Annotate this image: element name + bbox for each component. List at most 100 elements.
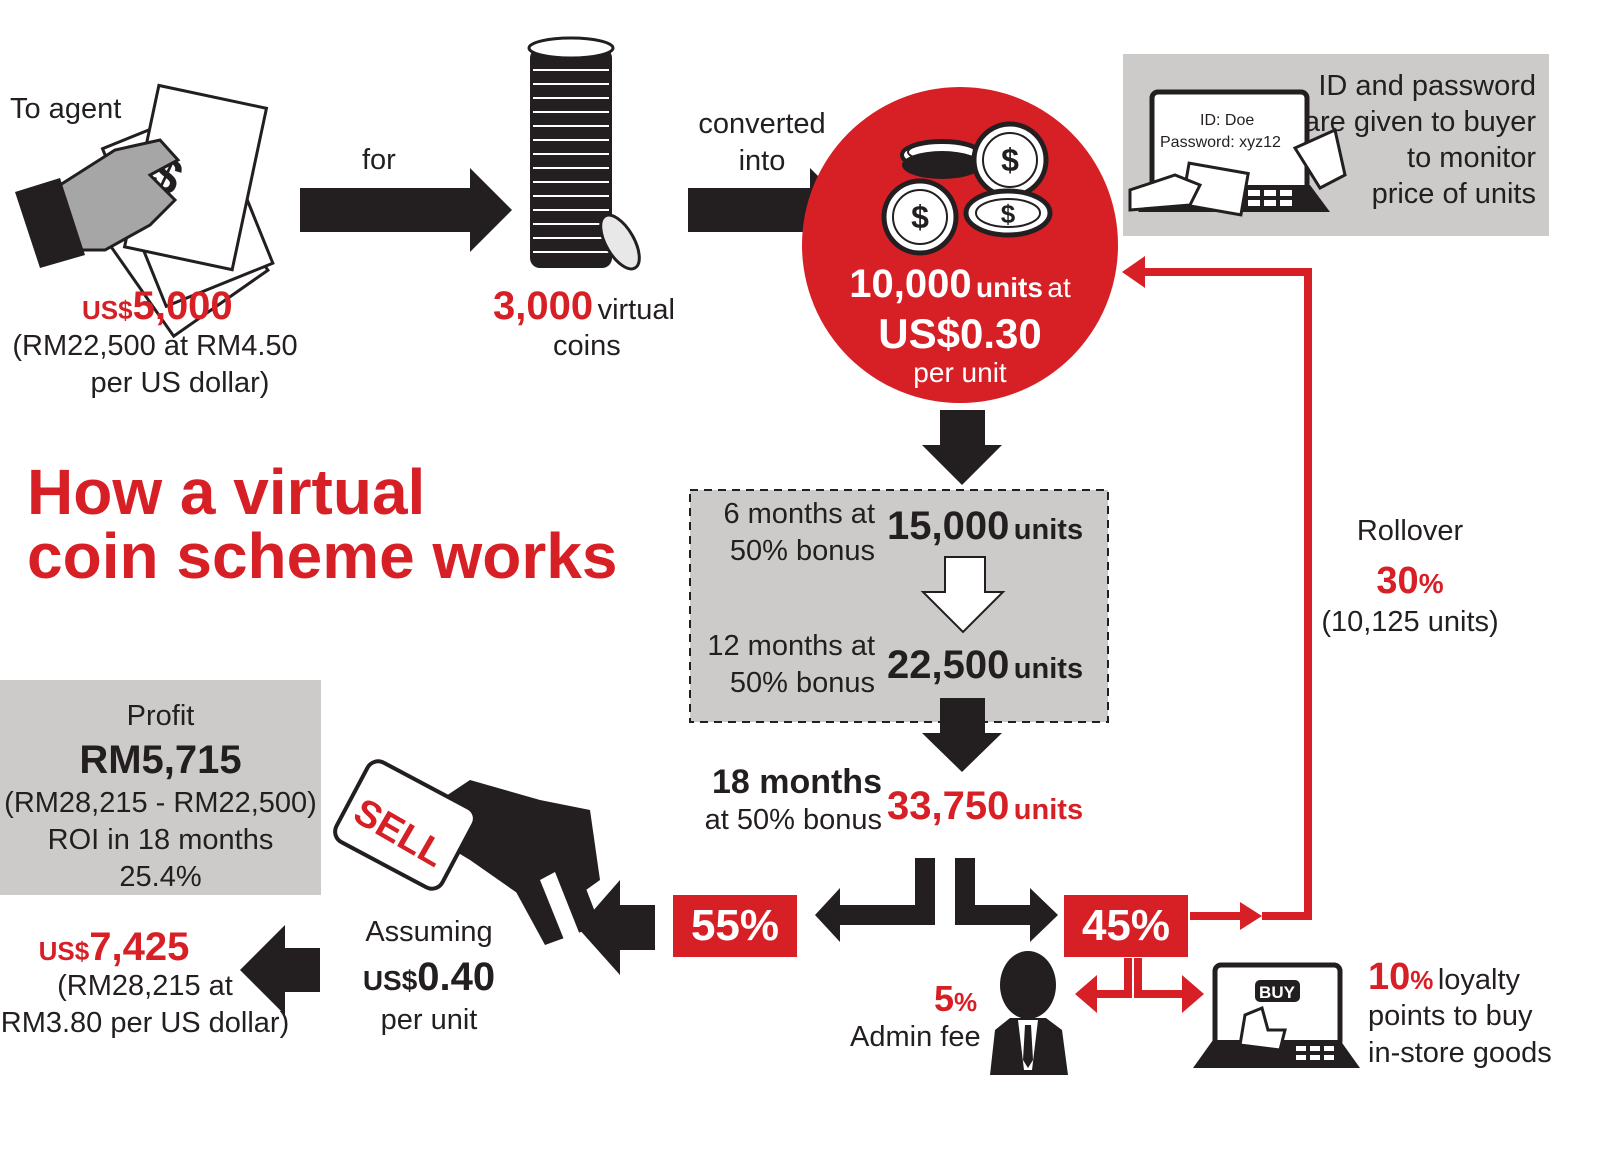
login-line-1: ID and password [1318,70,1536,102]
final-value: 33,750 units [887,784,1083,829]
agent-note-line-2: per US dollar) [90,367,270,399]
admin-person-icon [990,951,1068,1075]
bonus-row-2-line-2: 50% bonus [729,667,875,699]
split-55-badge: 55% [673,895,797,957]
loyalty-pct-value: 10 [1368,956,1411,998]
coins-word: virtual [597,294,675,326]
loyalty-pct: 10% loyalty [1368,956,1520,999]
title-line-2: coin scheme works [27,520,618,592]
bonus-row-2-line-1: 12 months at [707,630,875,662]
login-screen-id: ID: Doe [1200,112,1255,129]
arrow-left-1 [578,880,655,975]
circle-units: 10,000 units at [820,262,1100,307]
converted-label: converted into [693,106,831,180]
arrow-down-1 [922,410,1002,485]
rollover-pct: 30% [1320,560,1500,603]
loyalty-pct-sign: % [1410,965,1434,995]
login-line-2: are given to buyer [1303,106,1536,138]
agent-note-line-1: (RM22,500 at RM4.50 [12,330,298,362]
coin-dollar-sign-1: $ [1001,142,1019,178]
bonus-row-1-value: 15,000 units [887,504,1083,549]
circle-units-num: 10,000 [849,262,972,306]
assuming-label: Assuming [365,916,493,948]
arrow-down-2 [922,698,1002,772]
rollover-label: Rollover [1356,515,1464,547]
loyalty-line-2: points to buy [1368,1000,1533,1032]
bonus-row-1-line-1: 6 months at [723,498,875,530]
login-screen-password: Password: xyz12 [1160,134,1281,151]
coin-stack-icon [527,36,641,271]
circle-at: at [1047,272,1071,303]
profit-panel: Profit RM5,715 (RM28,215 - RM22,500) ROI… [0,680,321,895]
agent-amount: US$5,000 [82,284,233,329]
admin-pct: 5% [934,978,977,1020]
payout-note: (RM28,215 at RM3.80 per US dollar) [0,968,290,1042]
bonus-row-2-num: 22,500 [887,643,1010,687]
sell-per-unit: per unit [380,1004,478,1036]
agent-value: 5,000 [132,284,233,328]
bonus-row-1-unit: units [1013,514,1084,546]
admin-pct-value: 5 [934,978,955,1019]
agent-note: (RM22,500 at RM4.50 per US dollar) [10,328,300,402]
converted-line-1: converted [698,108,826,140]
arrow-right-1 [300,168,512,252]
bonus-box [689,489,1109,723]
admin-fee-label: Admin fee [850,1021,981,1053]
bonus-row-1-line-2: 50% bonus [729,535,875,567]
sell-price-prefix: US$ [362,965,418,996]
login-line-3: to monitor [1407,142,1536,174]
admin-pct-sign: % [954,987,978,1017]
page-title: How a virtual coin scheme works [27,460,617,588]
sell-price-value: 0.40 [417,955,496,999]
bonus-row-2-unit: units [1013,653,1084,685]
loyalty-line-1: loyalty [1437,964,1521,996]
sell-price: US$0.40 [340,955,518,1000]
login-description: ID and password are given to buyer to mo… [1304,68,1536,212]
final-label: 18 months at 50% bonus [690,762,882,839]
profit-roi-pct: 25.4% [119,861,202,893]
coin-dollar-sign-3: $ [1001,199,1016,229]
laptop-login-icon [1128,89,1347,217]
final-unit: units [1013,794,1084,826]
arrow-left-2 [240,925,320,1015]
circle-units-word: units [976,272,1043,303]
rollover-pct-sign: % [1418,568,1444,599]
loyalty-text: points to buy in-store goods [1368,998,1552,1072]
circle-price: US$0.30 [878,310,1042,357]
profit-amount: RM5,715 [79,738,242,782]
bonus-row-1-label: 6 months at 50% bonus [690,496,875,570]
profit-roi: ROI in 18 months [47,824,274,856]
coins-word-2: coins [553,330,621,362]
payout-note-line-2: RM3.80 per US dollar) [0,1007,290,1039]
to-agent-label: To agent [10,93,122,125]
converted-line-2: into [738,145,786,177]
bonus-row-2-value: 22,500 units [887,643,1083,688]
final-line-1: 18 months [711,763,882,801]
payout-amount: US$7,425 [0,925,228,970]
agent-currency: US$ [82,295,133,325]
coins-amount: 3,000 virtual [493,284,675,329]
bonus-row-2-label: 12 months at 50% bonus [690,628,875,702]
arrow-down-white [920,556,1006,634]
laptop-buy-icon [1193,962,1360,1068]
sell-hand-icon [333,759,600,945]
coins-value: 3,000 [493,284,594,328]
rollover-arrow [1122,256,1312,930]
profit-label: Profit [126,700,195,732]
bonus-row-1-num: 15,000 [887,504,1010,548]
profit-calc: (RM28,215 - RM22,500) [4,787,317,819]
payout-prefix: US$ [38,936,90,966]
rollover-units: (10,125 units) [1321,606,1499,638]
login-screen: ID: Doe Password: xyz12 [1160,110,1300,154]
for-label: for [362,144,396,176]
rollover-pct-value: 30 [1376,560,1419,602]
loyalty-line-3: in-store goods [1368,1037,1552,1069]
split-45-branches [1075,958,1204,1013]
coin-dollar-sign-2: $ [911,199,929,235]
split-arrows [815,858,1058,942]
buy-button-label: BUY [1259,983,1296,1002]
payout-value: 7,425 [89,925,190,969]
login-line-4: price of units [1371,178,1536,210]
coins-cluster-icon [881,121,1053,256]
title-line-1: How a virtual [27,456,426,528]
